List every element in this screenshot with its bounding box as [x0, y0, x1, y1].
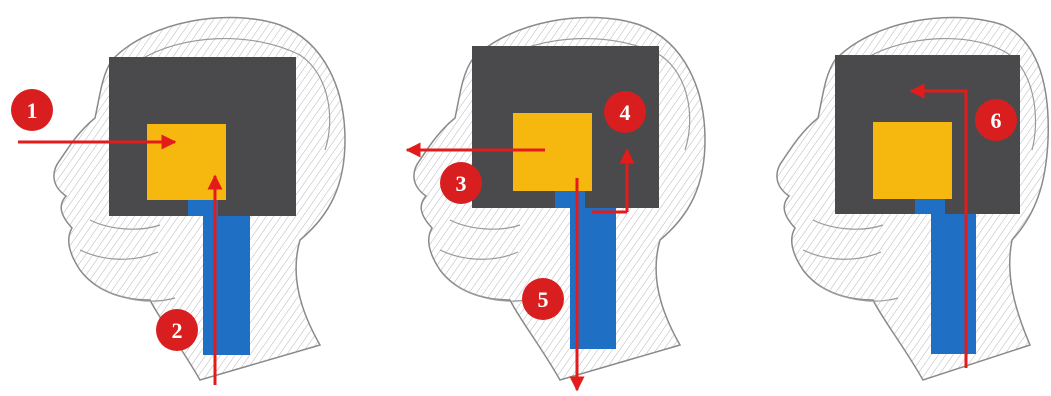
- svg-text:4: 4: [620, 100, 631, 125]
- panel-3: 6: [777, 18, 1048, 380]
- spine-neck-2: [555, 191, 585, 208]
- marker-1: 1: [11, 89, 53, 131]
- spine-block-3: [931, 214, 976, 354]
- spine-neck-3: [915, 199, 945, 214]
- marker-2: 2: [156, 309, 198, 351]
- core-block-3: [873, 122, 952, 199]
- svg-text:6: 6: [991, 108, 1002, 133]
- svg-text:3: 3: [456, 171, 467, 196]
- svg-text:5: 5: [538, 287, 549, 312]
- svg-text:1: 1: [27, 98, 38, 123]
- marker-4: 4: [604, 91, 646, 133]
- panel-1: 1 2: [11, 18, 345, 385]
- core-block-2: [513, 113, 592, 191]
- spine-block-1: [203, 216, 250, 355]
- marker-3: 3: [440, 162, 482, 204]
- marker-5: 5: [522, 278, 564, 320]
- svg-text:2: 2: [172, 318, 183, 343]
- panel-2: 3 4 5: [407, 18, 705, 390]
- marker-6: 6: [975, 99, 1017, 141]
